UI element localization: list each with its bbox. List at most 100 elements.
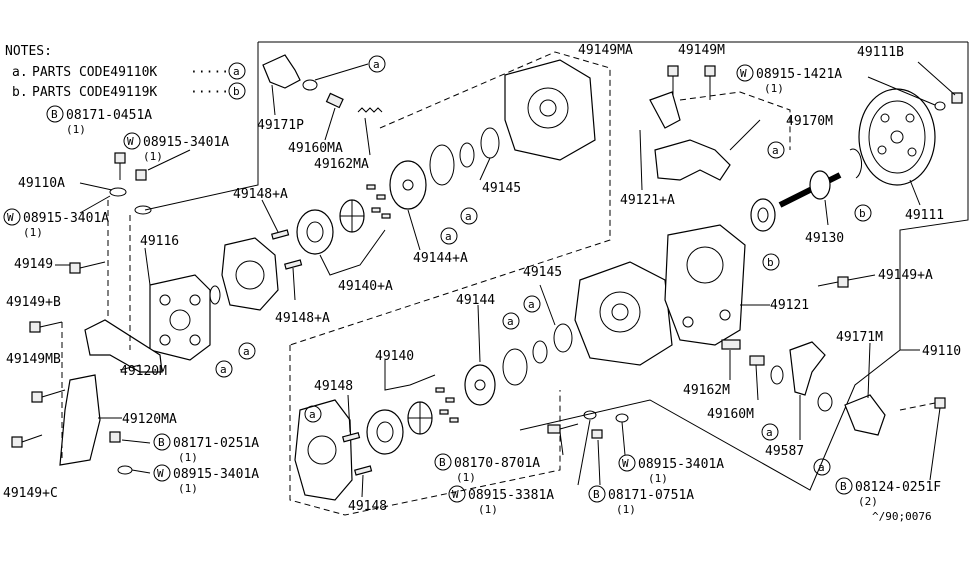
vane-3 xyxy=(371,207,381,213)
svg-text:b: b xyxy=(859,207,866,220)
label-49148A-1: 49148+A xyxy=(233,187,288,202)
label-49110A: 49110A xyxy=(18,176,65,191)
pulley-inner-rim xyxy=(868,100,926,174)
leader-49148-2 xyxy=(361,474,364,498)
svg-text:W: W xyxy=(127,135,134,148)
pump-main-body xyxy=(574,261,673,366)
note-b-prefix: b. xyxy=(12,85,28,100)
bolt-icon-49149 xyxy=(69,262,81,274)
shaft-bearing xyxy=(809,170,831,200)
bolt-icon-08124-0251F xyxy=(934,397,946,409)
svg-text:a: a xyxy=(772,144,779,157)
svg-text:08915-3401A: 08915-3401A xyxy=(143,135,229,150)
label-49120M: 49120M xyxy=(120,364,167,379)
pulley-49111 xyxy=(858,88,936,186)
o-ring-valve xyxy=(770,365,784,385)
bolt-icon-08170-8701A xyxy=(547,424,561,434)
connector-plug-49171P xyxy=(262,54,301,89)
note-a-dots: ····· xyxy=(190,65,229,80)
pipe-49170M xyxy=(654,139,731,181)
svg-text:08171-0251A: 08171-0251A xyxy=(173,436,259,451)
bolt-icon-49149MB xyxy=(31,391,43,403)
plate-hole-3 xyxy=(159,334,171,346)
leader-49171P xyxy=(271,84,276,116)
pressure-plate-49144 xyxy=(464,364,496,406)
right-pump-group xyxy=(649,65,963,436)
label-49110: 49110 xyxy=(922,344,961,359)
vane-2 xyxy=(376,194,386,200)
svg-text:(1): (1) xyxy=(648,472,668,485)
o-ring-plug xyxy=(302,79,318,91)
label-49160M: 49160M xyxy=(707,407,754,422)
assembly-boundary xyxy=(144,41,969,491)
boundary-right-line xyxy=(519,42,969,491)
vane-5 xyxy=(435,387,445,393)
svg-text:a: a xyxy=(309,408,316,421)
boundary-left-line xyxy=(144,42,259,211)
leader-49160MA xyxy=(324,107,336,141)
svg-text:(1): (1) xyxy=(616,503,636,516)
leader-08915-3401A-mid xyxy=(621,421,626,456)
label-49144: 49144 xyxy=(456,293,495,308)
bolt-icon-group xyxy=(11,152,152,475)
key-a-marker-6: a xyxy=(523,295,541,313)
label-49121A: 49121+A xyxy=(620,193,675,208)
svg-text:(2): (2) xyxy=(858,495,878,508)
callout-B08171-0451A: B 08171-0451A (1) xyxy=(46,105,152,136)
o-ring-49171M xyxy=(817,392,833,412)
pressure-plate-49144-hole xyxy=(474,379,486,391)
drive-shaft-49130 xyxy=(778,172,842,208)
svg-text:08915-1421A: 08915-1421A xyxy=(756,67,842,82)
leader-49145b xyxy=(539,284,556,326)
svg-text:08915-3401A: 08915-3401A xyxy=(23,211,109,226)
vane-7 xyxy=(439,409,449,415)
o-ring-49145-5 xyxy=(532,340,548,364)
svg-text:b: b xyxy=(767,256,774,269)
bolt-shaft-49149B xyxy=(39,321,63,328)
washer-icon-2 xyxy=(134,205,152,215)
note-a-key-circle xyxy=(228,62,246,80)
leader-08915-3401A-left xyxy=(79,195,111,214)
bracket-assembly xyxy=(11,152,211,475)
svg-text:a: a xyxy=(243,345,250,358)
leader-49171M xyxy=(867,342,871,399)
svg-text:08171-0451A: 08171-0451A xyxy=(66,108,152,123)
o-ring-front xyxy=(209,285,221,305)
label-49140: 49140 xyxy=(375,349,414,364)
key-a-marker-9: a xyxy=(304,405,322,423)
label-49144A: 49144+A xyxy=(413,251,468,266)
vane-4 xyxy=(381,213,391,219)
pulley-hole-4 xyxy=(907,147,917,157)
svg-text:W: W xyxy=(622,457,629,470)
leader-08124 xyxy=(929,407,941,481)
svg-text:08170-8701A: 08170-8701A xyxy=(454,456,540,471)
washer-icon-1 xyxy=(109,187,127,197)
key-a-marker-8: a xyxy=(767,141,785,159)
vane-8 xyxy=(449,417,459,423)
svg-text:(1): (1) xyxy=(178,482,198,495)
o-ring-49145-1 xyxy=(429,144,455,186)
leader-key-a-1 xyxy=(314,63,369,81)
bracket-49120M xyxy=(84,319,163,373)
svg-text:(1): (1) xyxy=(143,150,163,163)
bolt-icon-49149MA xyxy=(667,65,679,77)
kit-b-box xyxy=(289,345,561,516)
notes-block: NOTES: a. PARTS CODE49110K ····· a b. PA… xyxy=(5,44,246,100)
pin-49148A-2 xyxy=(284,259,303,270)
leader-49145a xyxy=(479,157,491,181)
svg-text:08915-3401A: 08915-3401A xyxy=(173,467,259,482)
pressure-plate-hole xyxy=(402,179,414,191)
label-49116: 49116 xyxy=(140,234,179,249)
lower-cover-gasket xyxy=(294,399,353,501)
main-body-bore-inner xyxy=(611,303,629,321)
bolt-icon-49149B xyxy=(29,321,41,333)
leader-08915-3381A xyxy=(577,419,591,486)
o-ring-49145-4 xyxy=(502,348,528,386)
key-a-marker-10: a xyxy=(761,423,779,441)
key-a-marker-11: a xyxy=(813,458,831,476)
pulley-hole-2 xyxy=(905,113,915,123)
leader-49144 xyxy=(477,304,481,363)
leader-49162MA xyxy=(364,117,371,156)
svg-text:a: a xyxy=(818,461,825,474)
notes-title: NOTES: xyxy=(5,44,52,59)
